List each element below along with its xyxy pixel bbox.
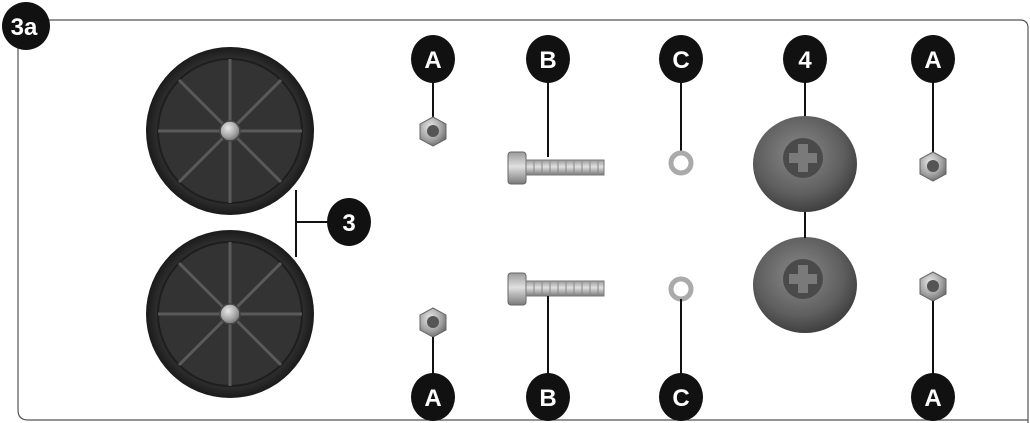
nut-bottom-left-label: A — [424, 385, 441, 412]
wheels-callout-badge: 3 — [327, 198, 371, 246]
wheel-top — [146, 47, 314, 215]
bolt-bottom-badge: B — [526, 373, 570, 421]
washer-bottom-badge: C — [659, 373, 703, 421]
bolt-top — [507, 82, 605, 185]
bolt-top-badge: B — [526, 35, 570, 83]
hubcap-bottom — [753, 237, 857, 333]
wheels-callout-leader — [295, 190, 328, 257]
nut-top-left-label: A — [424, 47, 441, 74]
bolt-bottom — [507, 272, 605, 374]
frame-border — [17, 19, 1029, 423]
nut-bottom-left-badge: A — [411, 373, 455, 421]
washer-bottom — [668, 276, 694, 374]
wheels-callout-label: 3 — [342, 210, 355, 237]
nut-top-right-label: A — [924, 47, 941, 74]
nut-bottom-right-label: A — [924, 385, 941, 412]
hubcaps-label: 4 — [798, 47, 812, 74]
washer-top-label: C — [672, 47, 689, 74]
panel-label: 3a — [11, 14, 38, 41]
nut-top-right-badge: A — [911, 35, 955, 83]
washer-bottom-label: C — [672, 385, 689, 412]
nut-top-left-badge: A — [411, 35, 455, 83]
panel-label-badge: 3a — [2, 2, 50, 50]
washer-top-badge: C — [659, 35, 703, 83]
nut-bottom-left — [419, 307, 447, 374]
nut-top-left — [419, 82, 447, 147]
hubcap-top — [753, 82, 857, 212]
bolt-bottom-label: B — [539, 385, 556, 412]
washer-top — [668, 82, 694, 176]
wheel-bottom — [146, 230, 314, 398]
nut-bottom-right-badge: A — [911, 373, 955, 421]
hubcaps-badge: 4 — [783, 35, 827, 83]
nut-top-right — [919, 82, 947, 182]
bolt-top-label: B — [539, 47, 556, 74]
nut-bottom-right — [919, 271, 947, 374]
